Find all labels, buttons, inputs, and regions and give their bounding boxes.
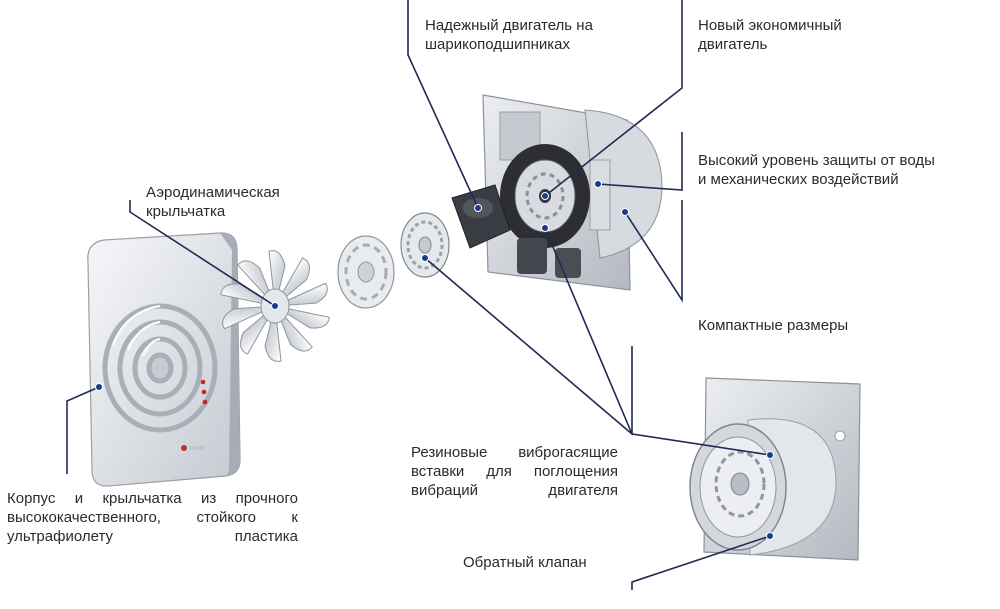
label-compact: Компактные размеры bbox=[698, 316, 848, 335]
label-protection-line-2: и механических воздействий bbox=[698, 171, 899, 188]
callout-dots bbox=[95, 180, 774, 540]
callout-rubber-c bbox=[631, 433, 771, 456]
front-housing bbox=[87, 232, 241, 487]
label-economy-motor-line-1: Новый экономичный bbox=[698, 17, 842, 34]
callout-compact bbox=[624, 200, 683, 303]
callout-protection bbox=[597, 132, 683, 191]
label-protection: Высокий уровень защиты от воды и механич… bbox=[698, 151, 935, 189]
label-impeller: Аэродинамическая крыльчатка bbox=[146, 183, 280, 221]
label-bearing-motor-line-2: шарикоподшипниках bbox=[425, 36, 570, 53]
label-rubber: Резиновые виброгасящие вставки для погло… bbox=[411, 443, 618, 500]
label-rubber-line-3: вибраций двигателя bbox=[411, 482, 618, 499]
callout-lines bbox=[66, 0, 771, 590]
label-impeller-line-2: крыльчатка bbox=[146, 203, 226, 220]
label-bearing-motor: Надежный двигатель на шарикоподшипниках bbox=[425, 16, 593, 54]
callout-economy-motor bbox=[544, 0, 683, 197]
inner-hub bbox=[337, 235, 395, 309]
callout-bearing-motor bbox=[407, 0, 479, 209]
label-rubber-line-1: Резиновые виброгасящие bbox=[411, 444, 618, 461]
label-economy-motor-line-2: двигатель bbox=[698, 36, 768, 53]
label-check-valve-line-1: Обратный клапан bbox=[463, 554, 587, 571]
motor-assembly bbox=[451, 94, 663, 291]
assembled-fan bbox=[689, 377, 861, 561]
callout-housing bbox=[66, 386, 100, 474]
label-housing-line-3: ультрафиолету пластика bbox=[7, 528, 298, 545]
label-bearing-motor-line-1: Надежный двигатель на bbox=[425, 17, 593, 34]
motor-clip bbox=[451, 184, 511, 249]
label-check-valve: Обратный клапан bbox=[463, 553, 587, 572]
label-compact-line-1: Компактные размеры bbox=[698, 317, 849, 334]
callout-rubber-b bbox=[544, 227, 633, 435]
label-impeller-line-1: Аэродинамическая bbox=[146, 184, 280, 201]
callout-valve bbox=[631, 535, 771, 590]
callout-impeller bbox=[129, 200, 276, 307]
label-housing-line-2: высококачественного, стойкого к bbox=[7, 509, 298, 526]
label-protection-line-1: Высокий уровень защиты от воды bbox=[698, 152, 935, 169]
housing-grille-highlight bbox=[112, 305, 161, 357]
label-rubber-line-2: вставки для поглощения bbox=[411, 463, 618, 480]
impeller bbox=[220, 250, 330, 362]
indicator-lights bbox=[200, 379, 208, 405]
housing-logo bbox=[181, 445, 187, 451]
label-economy-motor: Новый экономичный двигатель bbox=[698, 16, 842, 54]
label-housing: Корпус и крыльчатка из прочного высокока… bbox=[7, 489, 298, 546]
housing-logo-text bbox=[189, 446, 205, 450]
label-housing-line-1: Корпус и крыльчатка из прочного bbox=[7, 490, 298, 507]
rubber-insert-ring bbox=[400, 212, 450, 278]
